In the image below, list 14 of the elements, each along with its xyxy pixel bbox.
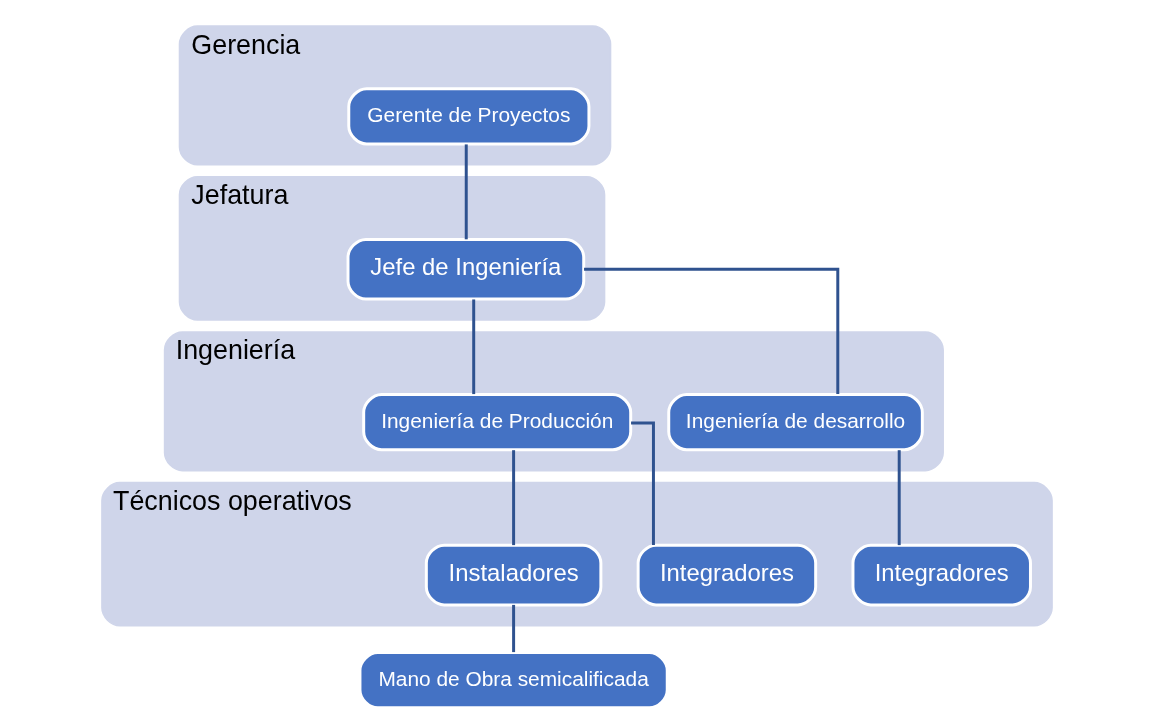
node-box: Jefe de Ingeniería: [346, 237, 585, 301]
node-box: Gerente de Proyectos: [346, 87, 590, 146]
connector: [511, 604, 515, 653]
connector: [897, 450, 901, 546]
connector: [464, 144, 468, 240]
connector: [630, 421, 655, 545]
connector: [583, 267, 839, 395]
connector: [471, 299, 475, 395]
node-box: Ingeniería de desarrollo: [666, 393, 924, 452]
node-box: Integradores: [850, 543, 1032, 607]
node-box: Instaladores: [424, 543, 602, 607]
node-box: Integradores: [636, 543, 817, 607]
connector: [511, 450, 515, 546]
node-box: Ingeniería de Producción: [361, 393, 632, 452]
